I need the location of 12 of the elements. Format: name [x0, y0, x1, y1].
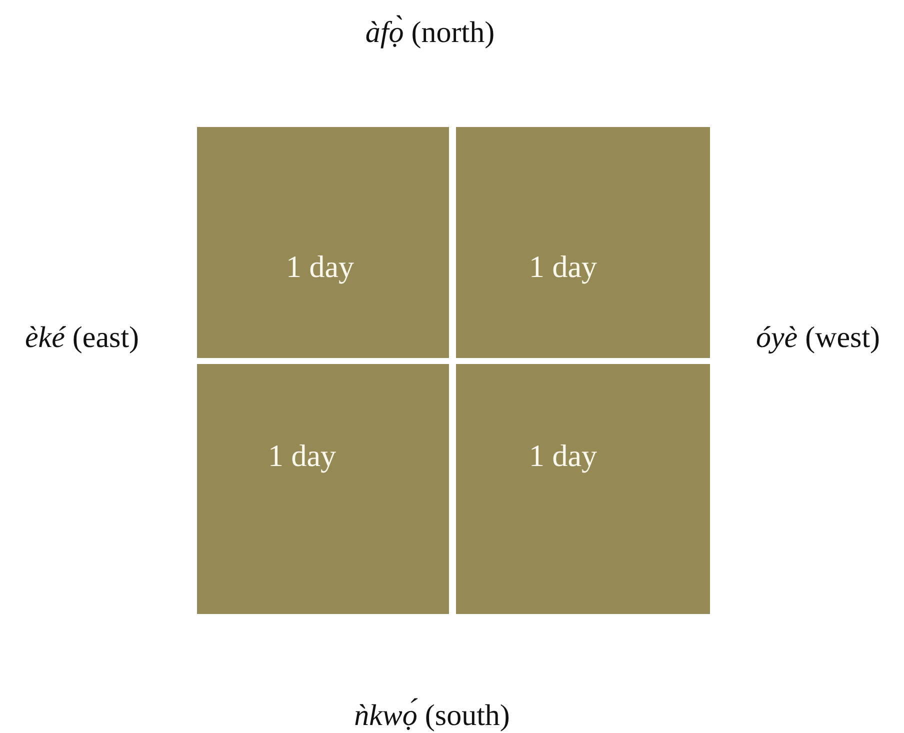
direction-label: ǹkwọ́ (south)	[354, 699, 510, 733]
direction-label: èké (east)	[24, 321, 140, 355]
duration-label: 1 day	[268, 438, 336, 474]
day-box	[197, 127, 449, 358]
duration-label: 1 day	[529, 438, 597, 474]
day-box	[197, 364, 449, 614]
direction-label: àfọ̀ (north)	[365, 16, 495, 50]
duration-label: 1 day	[529, 249, 597, 285]
day-box	[456, 127, 710, 358]
direction-label: óyè (west)	[756, 321, 880, 355]
day-box	[456, 364, 710, 614]
duration-label: 1 day	[286, 249, 354, 285]
